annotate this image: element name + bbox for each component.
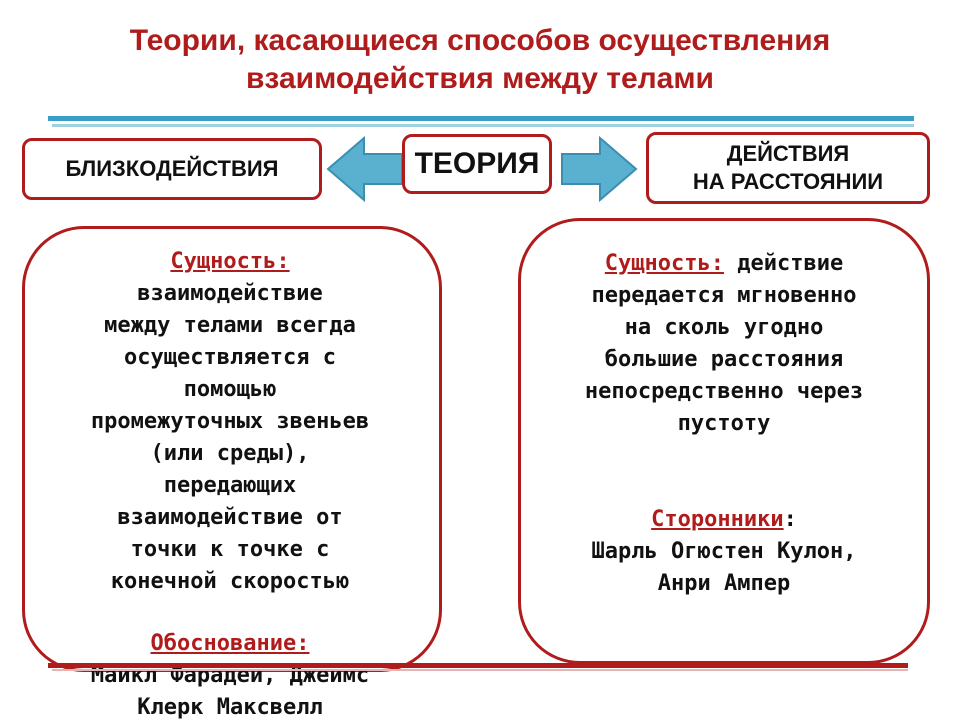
- action-at-distance-panel: [518, 218, 930, 664]
- action-at-distance-supporters-line: Анри Ампер: [657, 571, 791, 596]
- slide-title-line2: взаимодействия между телами: [245, 62, 715, 95]
- action-at-distance-essence-line: непосредственно через: [584, 379, 864, 404]
- short-range-essence-line: (или среды),: [150, 441, 310, 466]
- short-range-theory-label: БЛИЗКОДЕЙСТВИЯ: [65, 156, 279, 181]
- theory-box: ТЕОРИЯ: [402, 134, 552, 194]
- action-at-distance-box: ДЕЙСТВИЯ НА РАССТОЯНИИ: [646, 132, 930, 204]
- action-at-distance-essence-line: пустоту: [677, 411, 771, 436]
- action-at-distance-essence-first-line: Сущность: действие: [518, 248, 930, 280]
- left-arrow-icon: [326, 135, 403, 203]
- short-range-essence-line: взаимодействие от: [117, 505, 343, 530]
- short-range-essence-line: взаимодействие: [137, 281, 323, 306]
- action-at-distance-supporters-heading: Сторонники: [651, 507, 784, 532]
- action-at-distance-label-line2: НА РАССТОЯНИИ: [692, 169, 884, 194]
- action-at-distance-essence-line: передается мгновенно: [591, 283, 857, 308]
- action-at-distance-supporters-colon: :: [783, 507, 797, 532]
- short-range-basis-heading: Обоснование:: [150, 631, 310, 656]
- top-divider: [48, 116, 914, 121]
- short-range-essence-line: осуществляется с: [124, 345, 336, 370]
- action-at-distance-supporters-line: Шарль Огюстен Кулон,: [591, 539, 857, 564]
- action-at-distance-essence-first: действие: [724, 251, 844, 276]
- slide-title-line1: Теории, касающиеся способов осуществлени…: [129, 24, 831, 57]
- action-at-distance-essence-line: на сколь угодно: [624, 315, 824, 340]
- short-range-theory-box: БЛИЗКОДЕЙСТВИЯ: [22, 138, 322, 200]
- short-range-essence-line: промежуточных звеньев: [90, 409, 370, 434]
- action-at-distance-supporters-heading-line: Сторонники:: [518, 504, 930, 536]
- action-at-distance-essence-heading: Сущность:: [604, 251, 724, 276]
- action-at-distance-label-line1: ДЕЙСТВИЯ: [726, 141, 850, 166]
- short-range-basis-line: Клерк Максвелл: [137, 695, 323, 720]
- right-arrow-icon: [561, 135, 638, 203]
- short-range-essence-line: помощью: [183, 377, 277, 402]
- top-divider-shadow: [52, 124, 914, 127]
- short-range-essence-line: конечной скоростью: [110, 569, 350, 594]
- bottom-divider: [48, 663, 908, 668]
- short-range-essence-line: между телами всегда: [104, 313, 356, 338]
- short-range-essence-heading: Сущность:: [170, 249, 290, 274]
- short-range-panel-text: Сущность: взаимодействие между телами вс…: [10, 246, 450, 724]
- action-at-distance-essence-line: большие расстояния: [604, 347, 844, 372]
- slide-title: Теории, касающиеся способов осуществлени…: [0, 22, 960, 98]
- short-range-essence-line: точки к точке с: [130, 537, 330, 562]
- bottom-divider-shadow: [52, 669, 908, 671]
- theory-label: ТЕОРИЯ: [414, 147, 540, 180]
- short-range-panel: [22, 226, 442, 672]
- short-range-essence-line: передающих: [163, 473, 297, 498]
- action-at-distance-panel-text: Сущность: действие передается мгновенно …: [518, 248, 930, 600]
